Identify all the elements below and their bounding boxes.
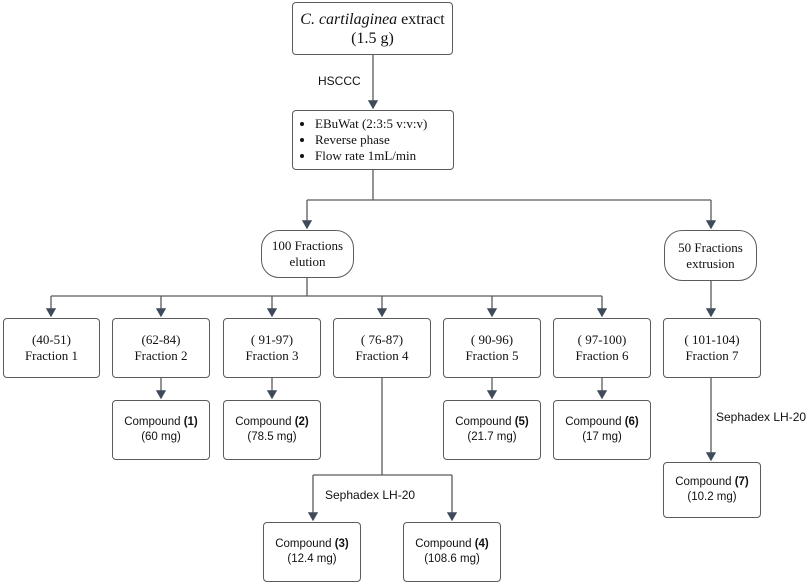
fraction-2-box: (62-84) Fraction 2 [112,318,210,378]
compound-1-mass: (60 mg) [141,431,181,443]
hsccc-label: HSCCC [318,74,361,88]
compound-7-word: Compound [675,476,732,488]
conditions-list: EBuWat (2:3:5 v:v:v) Reverse phase Flow … [297,116,427,164]
compound-5-mass: (21.7 mg) [467,431,517,443]
fraction-1-name: Fraction 1 [24,348,79,363]
fraction-5-box: ( 90-96) Fraction 5 [443,318,541,378]
species-name: C. cartilaginea [300,10,398,28]
fraction-1-range: (40-51) [32,332,71,347]
fraction-7-range: ( 101-104) [684,332,740,347]
fraction-2-range: (62-84) [141,332,181,347]
compound-4-box: Compound (4) (108.6 mg) [403,522,501,582]
fraction-4-name: Fraction 4 [355,348,409,363]
sephadex-label-fraction-4: Sephadex LH-20 [325,488,416,502]
extrusion-line-1: 50 Fractions [678,239,743,255]
compound-4-number: (4) [474,538,489,550]
fraction-4-range: ( 76-87) [360,332,404,347]
compound-1-number: (1) [183,416,198,428]
extract-mass: (1.5 g) [351,29,394,47]
compound-4-mass: (108.6 mg) [424,553,480,565]
extract-label: extract [401,10,445,28]
compound-2-mass: (78.5 mg) [247,431,297,443]
compound-6-word: Compound [565,416,622,428]
compound-6-number: (6) [624,416,639,428]
elution-line-2: elution [289,254,326,269]
fraction-5-range: ( 90-96) [470,332,514,347]
condition-phase: Reverse phase [315,132,427,148]
compound-3-number: (3) [334,538,349,550]
fraction-4-box: ( 76-87) Fraction 4 [333,318,431,378]
elution-line-1: 100 Fractions [271,238,344,253]
fraction-3-range: ( 91-97) [250,332,294,347]
compound-7-number: (7) [734,476,749,488]
compound-4-word: Compound [415,538,472,550]
condition-flow: Flow rate 1mL/min [315,148,427,164]
compound-5-number: (5) [514,416,529,428]
fraction-5-name: Fraction 5 [465,348,519,363]
compound-6-box: Compound (6) (17 mg) [553,400,651,460]
fraction-3-box: ( 91-97) Fraction 3 [223,318,321,378]
compound-1-word: Compound [124,416,181,428]
root-extract-box: C. cartilaginea extract (1.5 g) [292,2,453,55]
compound-3-box: Compound (3) (12.4 mg) [263,522,361,582]
compound-7-mass: (10.2 mg) [687,491,737,503]
compound-3-mass: (12.4 mg) [287,553,337,565]
compound-2-number: (2) [294,416,309,428]
compound-3-word: Compound [275,538,332,550]
compound-5-word: Compound [455,416,512,428]
elution-node: 100 Fractions elution [261,230,354,278]
fraction-7-name: Fraction 7 [685,348,739,363]
fraction-6-name: Fraction 6 [575,348,629,363]
compound-6-mass: (17 mg) [582,431,622,443]
compound-5-box: Compound (5) (21.7 mg) [443,400,541,460]
fraction-3-name: Fraction 3 [245,348,299,363]
split-conditions [307,170,711,201]
compound-2-box: Compound (2) (78.5 mg) [223,400,321,460]
conditions-box: EBuWat (2:3:5 v:v:v) Reverse phase Flow … [292,110,454,170]
compound-7-box: Compound (7) (10.2 mg) [663,462,761,518]
fraction-6-box: ( 97-100) Fraction 6 [553,318,651,378]
split-elution [51,278,602,297]
condition-solvent: EBuWat (2:3:5 v:v:v) [315,116,427,132]
sephadex-label-fraction-7: Sephadex LH-20 [716,410,807,424]
extrusion-node: 50 Fractions extrusion [664,230,757,281]
extrusion-line-2: extrusion [686,255,735,271]
fraction-2-name: Fraction 2 [134,348,188,363]
compound-2-word: Compound [235,416,292,428]
fraction-1-box: (40-51) Fraction 1 [3,318,100,378]
fraction-6-range: ( 97-100) [577,332,627,347]
compound-1-box: Compound (1) (60 mg) [112,400,210,460]
split-fraction-4 [313,378,452,476]
fraction-7-box: ( 101-104) Fraction 7 [663,318,761,378]
